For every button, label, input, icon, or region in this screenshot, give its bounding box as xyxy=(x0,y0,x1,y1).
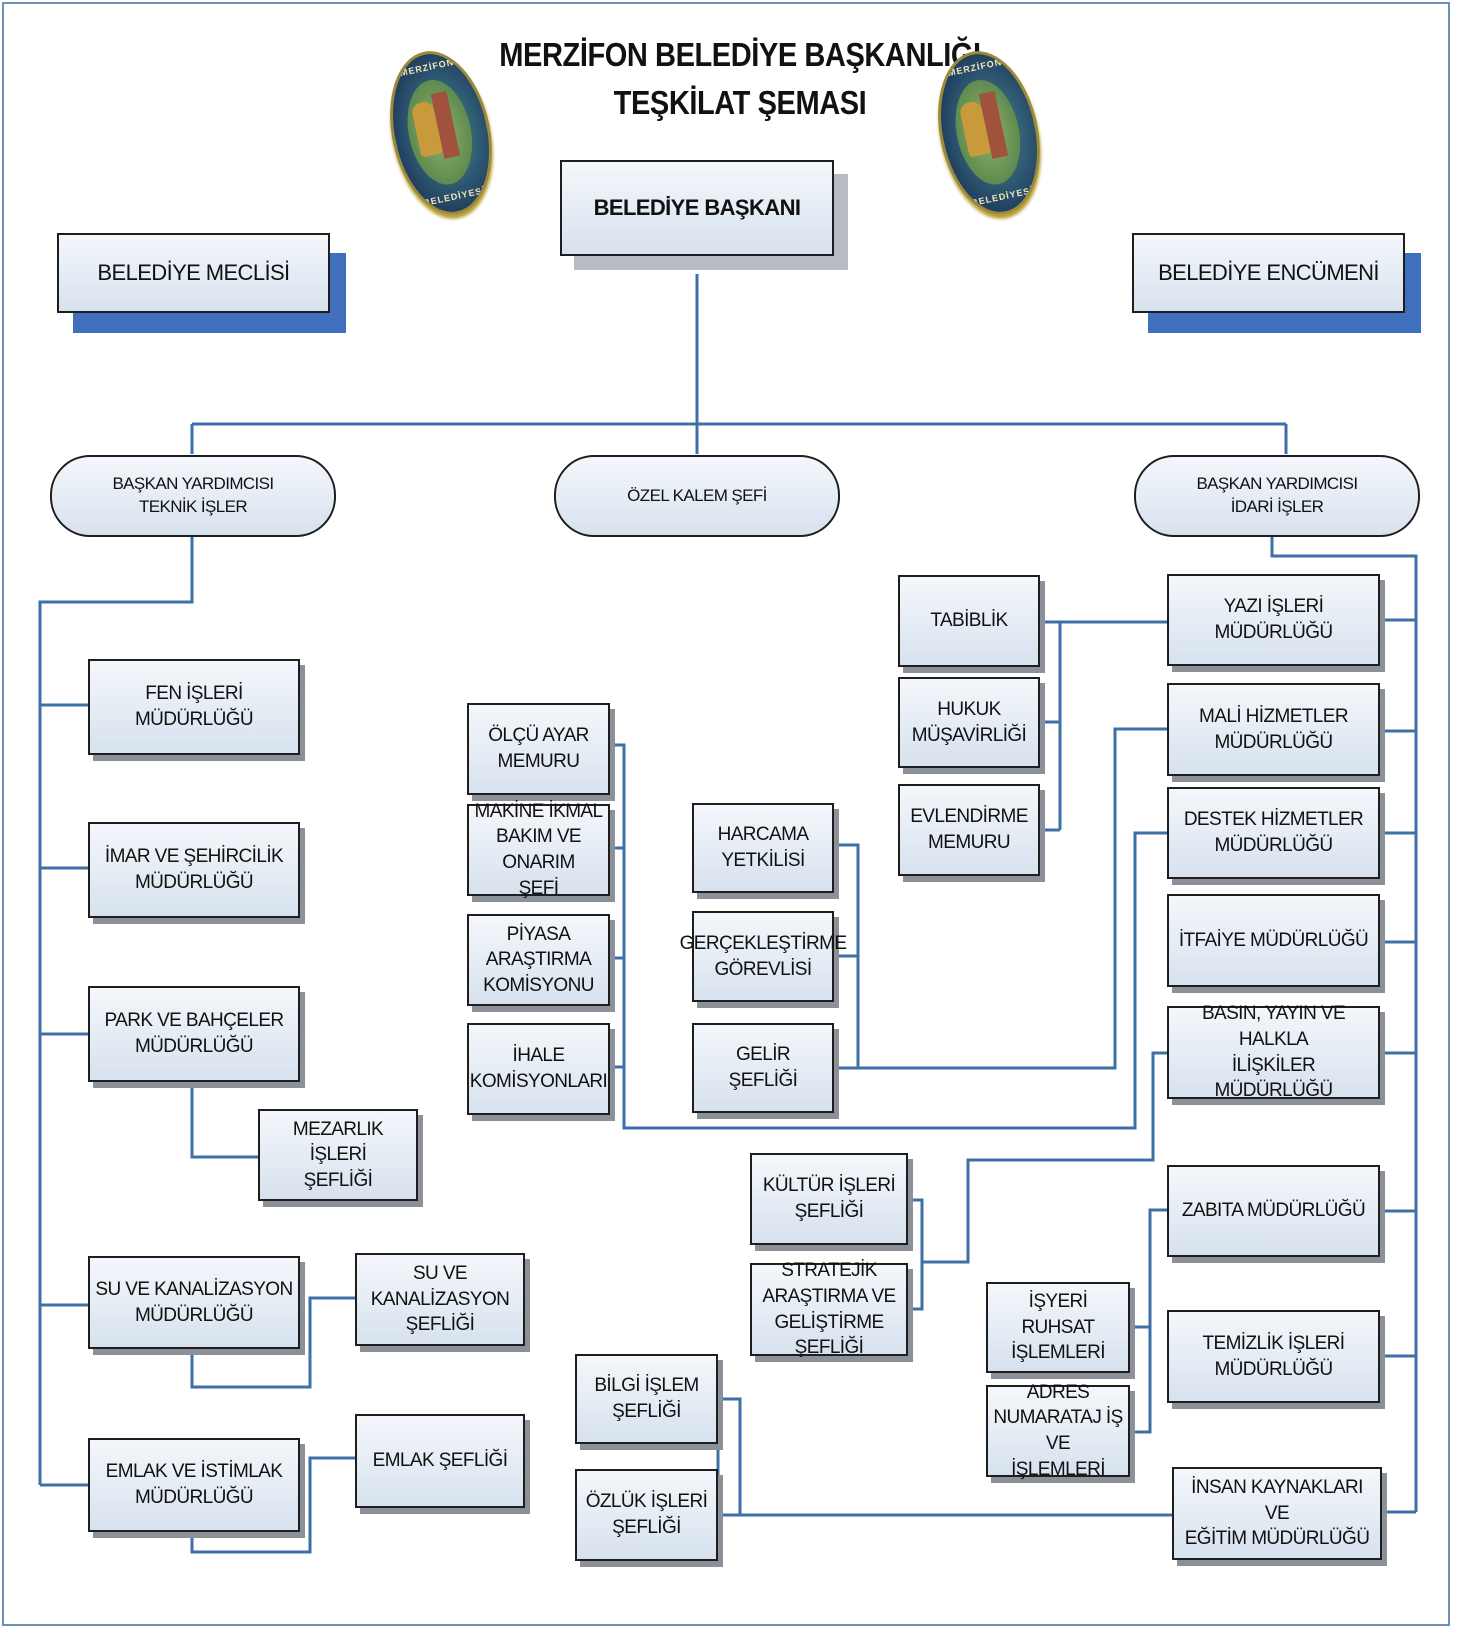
node-gerceklestirme: GERÇEKLEŞTİRME GÖREVLİSİ xyxy=(680,911,847,1002)
node-stratejik: STRATEJİK ARAŞTIRMA VE GELİŞTİRME ŞEFLİĞ… xyxy=(750,1260,908,1358)
node-yazi-isleri: YAZI İŞLERİ MÜDÜRLÜĞÜ xyxy=(1167,574,1380,666)
node-private-office: ÖZEL KALEM ŞEFİ xyxy=(554,455,840,537)
node-evlendirme: EVLENDİRME MEMURU xyxy=(898,784,1040,876)
node-fen-isleri: FEN İŞLERİ MÜDÜRLÜĞÜ xyxy=(88,659,300,755)
node-hukuk: HUKUK MÜŞAVİRLİĞİ xyxy=(898,677,1040,768)
node-itfaiye: İTFAİYE MÜDÜRLÜĞÜ xyxy=(1167,894,1380,987)
node-deputy-admin: BAŞKAN YARDIMCISI İDARİ İŞLER xyxy=(1134,455,1420,537)
node-emlak-seflik: EMLAK ŞEFLİĞİ xyxy=(355,1414,525,1508)
node-mali-hizmetler: MALİ HİZMETLER MÜDÜRLÜĞÜ xyxy=(1167,683,1380,776)
node-su: SU VE KANALİZASYON MÜDÜRLÜĞÜ xyxy=(88,1256,300,1349)
node-temizlik: TEMİZLİK İŞLERİ MÜDÜRLÜĞÜ xyxy=(1167,1310,1380,1403)
node-gelir: GELİR ŞEFLİĞİ xyxy=(692,1023,834,1113)
node-deputy-technical: BAŞKAN YARDIMCISI TEKNİK İŞLER xyxy=(50,455,336,537)
node-council: BELEDİYE MECLİSİ xyxy=(57,233,330,313)
node-emlak: EMLAK VE İSTİMLAK MÜDÜRLÜĞÜ xyxy=(88,1438,300,1532)
node-basin-yayin: BASIN, YAYIN VE HALKLA İLİŞKİLER MÜDÜRLÜ… xyxy=(1167,1003,1380,1101)
node-park: PARK VE BAHÇELER MÜDÜRLÜĞÜ xyxy=(88,986,300,1082)
node-piyasa-arastirma: PİYASA ARAŞTIRMA KOMİSYONU xyxy=(467,914,610,1006)
node-ihale: İHALE KOMİSYONLARI xyxy=(467,1023,610,1115)
chart-title-line1: MERZİFON BELEDİYE BAŞKANLIĞI xyxy=(499,36,981,73)
node-bilgi-islem: BİLGİ İŞLEM ŞEFLİĞİ xyxy=(575,1354,718,1444)
node-imar: İMAR VE ŞEHİRCİLİK MÜDÜRLÜĞÜ xyxy=(88,822,300,918)
node-isyeri-ruhsat: İŞYERİ RUHSAT İŞLEMLERİ xyxy=(986,1282,1130,1373)
node-harcama: HARCAMA YETKİLİSİ xyxy=(692,803,834,893)
node-destek-hizmetler: DESTEK HİZMETLER MÜDÜRLÜĞÜ xyxy=(1167,787,1380,879)
node-adres-numarataj: ADRES NUMARATAJ İŞ VE İŞLEMLERİ xyxy=(986,1382,1130,1480)
node-insan-kaynaklari: İNSAN KAYNAKLARI VE EĞİTİM MÜDÜRLÜĞÜ xyxy=(1172,1467,1382,1560)
node-makine-ikmal: MAKİNE İKMAL BAKIM VE ONARIM ŞEFİ xyxy=(467,801,610,899)
node-ozluk-isleri: ÖZLÜK İŞLERİ ŞEFLİĞİ xyxy=(575,1469,718,1561)
node-olcu-ayar: ÖLÇÜ AYAR MEMURU xyxy=(467,703,610,795)
node-tabiblik: TABİBLİK xyxy=(898,575,1040,667)
node-kultur-isleri: KÜLTÜR İŞLERİ ŞEFLİĞİ xyxy=(750,1153,908,1245)
chart-title-line2: TEŞKİLAT ŞEMASI xyxy=(613,84,867,121)
node-zabita: ZABITA MÜDÜRLÜĞÜ xyxy=(1167,1165,1380,1257)
node-mezarlik: MEZARLIK İŞLERİ ŞEFLİĞİ xyxy=(258,1109,418,1201)
node-mayor: BELEDİYE BAŞKANI xyxy=(560,160,834,256)
node-committee: BELEDİYE ENCÜMENİ xyxy=(1132,233,1405,313)
node-su-seflik: SU VE KANALİZASYON ŞEFLİĞİ xyxy=(355,1253,525,1346)
